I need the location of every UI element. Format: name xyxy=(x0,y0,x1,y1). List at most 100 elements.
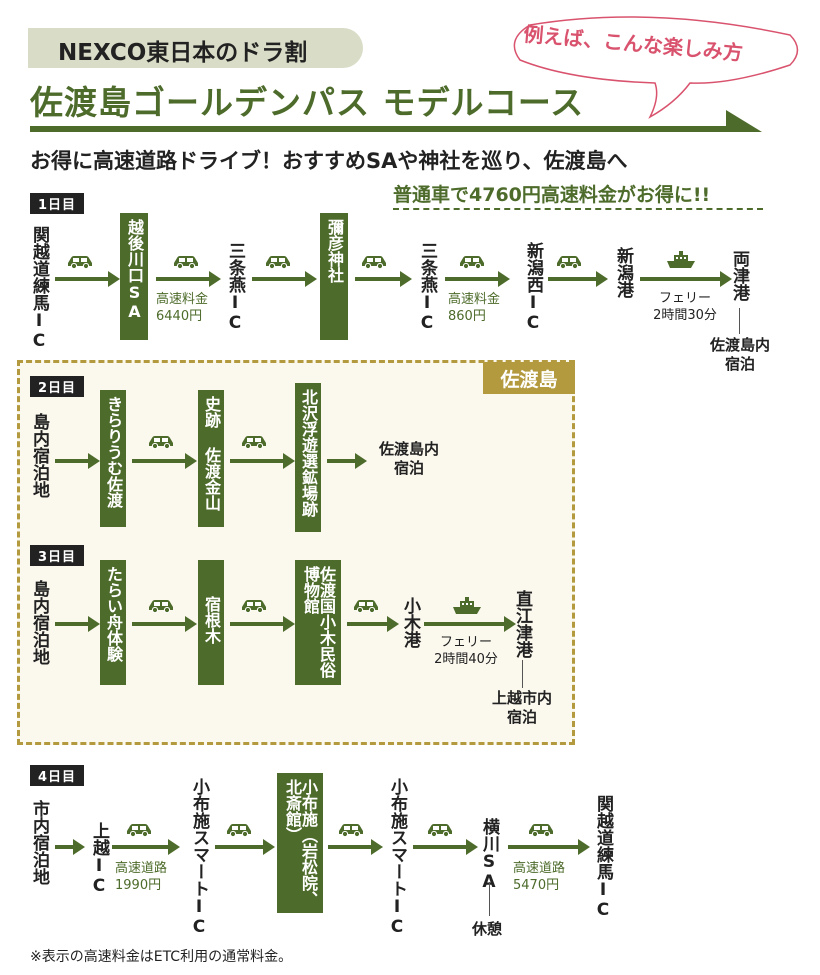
day4-badge: 4日目 xyxy=(30,765,85,786)
car-icon xyxy=(527,822,555,837)
car-icon xyxy=(352,598,380,613)
day1-stop-3: 三条燕IC xyxy=(225,242,245,333)
subtitle: お得に高速道路ドライブ！おすすめSAや神社を巡り、佐渡島へ xyxy=(30,149,628,173)
route-arrow xyxy=(328,839,383,855)
brand-text: NEXCO東日本のドラ割 xyxy=(58,40,308,66)
day2-stop-2-box: きらりうむ佐渡 xyxy=(100,390,126,527)
day2-stop-4: 北沢浮遊選鉱場跡 xyxy=(299,389,318,517)
car-icon xyxy=(66,254,94,269)
ship-icon xyxy=(666,250,696,270)
day4-toll-1: 高速道路 1990円 xyxy=(115,861,168,893)
car-icon xyxy=(147,434,175,449)
day1-stop-2-box: 越後川口SA xyxy=(120,213,148,340)
car-icon xyxy=(125,822,153,837)
promo-underline xyxy=(393,208,763,210)
day2-stop-4-box: 北沢浮遊選鉱場跡 xyxy=(295,383,321,532)
route-arrow xyxy=(640,271,732,287)
sado-label: 佐渡島 xyxy=(483,362,575,394)
car-icon xyxy=(240,598,268,613)
route-arrow xyxy=(132,453,197,469)
day4-stop-4: 小布施（岩松院、北斎館） xyxy=(283,779,318,907)
day2-badge: 2日目 xyxy=(30,376,85,397)
route-arrow xyxy=(55,453,100,469)
route-arrow xyxy=(445,271,510,287)
day1-toll-1: 高速料金 6440円 xyxy=(156,292,209,324)
connector-line xyxy=(739,308,740,334)
day2-stop-2: きらりうむ佐渡 xyxy=(104,396,123,508)
car-icon xyxy=(426,822,454,837)
route-arrow xyxy=(355,271,412,287)
route-arrow xyxy=(508,839,590,855)
route-arrow xyxy=(424,616,516,632)
day1-toll-2: 高速料金 860円 xyxy=(448,292,501,324)
day4-toll-2: 高速道路 5470円 xyxy=(513,861,566,893)
day4-stop-4-box: 小布施（岩松院、北斎館） xyxy=(277,773,323,913)
route-arrow xyxy=(548,271,608,287)
route-arrow xyxy=(215,839,275,855)
car-icon xyxy=(264,254,292,269)
day1-stop-4-box: 彌彦神社 xyxy=(320,213,348,340)
day3-stop-6: 直江津港 xyxy=(512,590,532,658)
route-arrow xyxy=(132,616,197,632)
car-icon xyxy=(225,822,253,837)
route-arrow xyxy=(252,271,317,287)
car-icon xyxy=(172,254,200,269)
day3-stop-3-box: 宿根木 xyxy=(198,560,224,685)
day1-badge: 1日目 xyxy=(30,193,85,214)
speech-bubble xyxy=(513,16,799,119)
route-arrow xyxy=(55,616,100,632)
day4-stop-5: 小布施スマートIC xyxy=(387,778,407,937)
day1-stay: 佐渡島内 宿泊 xyxy=(709,336,770,373)
day1-ferry: フェリー 2時間30分 xyxy=(653,291,717,323)
day2-stay: 佐渡島内 宿泊 xyxy=(378,440,439,477)
car-icon xyxy=(360,254,388,269)
day3-ferry: フェリー 2時間40分 xyxy=(434,635,498,667)
day3-stay: 上越市内 宿泊 xyxy=(491,689,552,726)
route-arrow xyxy=(55,271,120,287)
route-arrow xyxy=(230,453,295,469)
day4-stop-2: 上越IC xyxy=(89,822,109,896)
day4-stop-6: 横川SA xyxy=(479,818,499,892)
day4-stop-1: 市内宿泊地 xyxy=(29,800,49,885)
day4-stop-3: 小布施スマートIC xyxy=(189,778,209,937)
footnote: ※表示の高速料金はETC利用の通常料金。 xyxy=(30,949,293,965)
car-icon xyxy=(337,822,365,837)
promo-text: 普通車で4760円高速料金がお得に!! xyxy=(393,184,711,206)
route-arrow xyxy=(156,271,221,287)
day4-rest: 休憩 xyxy=(472,920,503,938)
connector-line xyxy=(522,660,523,688)
title-underline-head xyxy=(726,110,762,132)
route-arrow xyxy=(347,616,399,632)
day3-stop-2: たらい舟体験 xyxy=(104,566,123,662)
day1-stop-4: 彌彦神社 xyxy=(325,219,344,283)
day2-stop-3-box: 史跡 佐渡金山 xyxy=(198,390,224,527)
day1-stop-1: 関越道練馬IC xyxy=(29,226,49,351)
car-icon xyxy=(458,254,486,269)
ship-icon xyxy=(452,596,482,616)
day3-stop-3: 宿根木 xyxy=(202,596,221,644)
route-arrow xyxy=(230,616,295,632)
car-icon xyxy=(555,254,583,269)
day3-badge: 3日目 xyxy=(30,545,85,566)
connector-line xyxy=(489,882,490,916)
day3-stop-4-box: 佐渡国小木民俗博物館 xyxy=(295,560,341,685)
day3-stop-2-box: たらい舟体験 xyxy=(100,560,126,685)
day1-stop-2: 越後川口SA xyxy=(125,219,144,321)
day3-stop-5: 小木港 xyxy=(400,597,420,648)
day2-stop-1: 島内宿泊地 xyxy=(29,413,49,498)
day2-stop-3: 史跡 佐渡金山 xyxy=(202,396,221,511)
day1-stop-8: 両津港 xyxy=(729,250,749,301)
page-title: 佐渡島ゴールデンパス モデルコース xyxy=(30,83,585,122)
brand-tag xyxy=(28,28,363,68)
day4-stop-7: 関越道練馬IC xyxy=(593,795,613,920)
day1-stop-6: 新潟西IC xyxy=(523,242,543,333)
route-arrow xyxy=(327,453,367,469)
day3-stop-1: 島内宿泊地 xyxy=(29,580,49,665)
route-arrow xyxy=(112,839,180,855)
car-icon xyxy=(240,434,268,449)
route-arrow xyxy=(55,839,85,855)
day3-stop-4: 佐渡国小木民俗博物館 xyxy=(301,566,336,678)
title-underline xyxy=(30,126,730,132)
car-icon xyxy=(147,598,175,613)
day1-stop-5: 三条燕IC xyxy=(417,242,437,333)
